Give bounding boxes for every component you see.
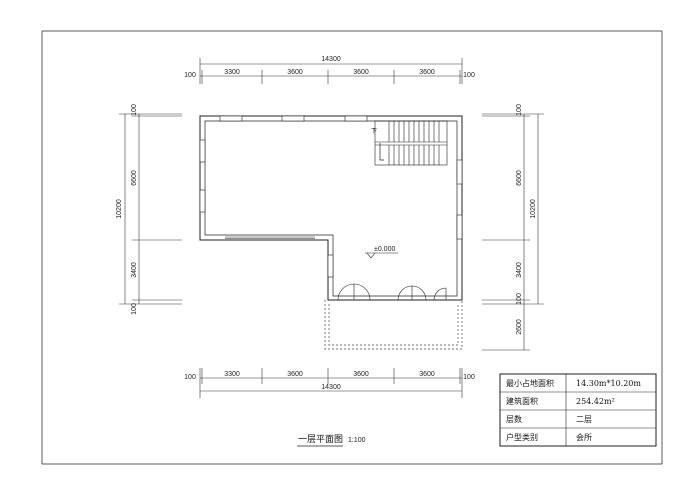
right-dimension-chain <box>482 113 544 351</box>
stair-label: 下 <box>371 128 377 135</box>
info-table <box>499 373 657 447</box>
left-dimension-chain <box>119 113 182 305</box>
top-seg-dim: 3300 <box>224 69 240 76</box>
bottom-seg-dim: 3600 <box>287 371 303 378</box>
bottom-total-dim: 14300 <box>321 384 341 391</box>
right-seg-dim: 3400 <box>516 262 523 278</box>
info-label: 建筑面积 <box>506 396 538 406</box>
windows-left <box>199 139 206 213</box>
drawing-scale: 1:100 <box>348 437 366 444</box>
info-value: 254.42m² <box>576 397 615 406</box>
bottom-dimension-chain <box>199 368 463 398</box>
drawing-title: 一层平面图 <box>298 434 343 445</box>
bottom-seg-dim: 100 <box>463 374 475 381</box>
info-label: 层数 <box>506 414 522 424</box>
bottom-seg-dim: 100 <box>184 374 196 381</box>
info-label: 最小占地面积 <box>506 378 554 388</box>
bottom-seg-dim: 3600 <box>419 371 435 378</box>
windows-right <box>327 159 463 278</box>
level-mark-text: ±0.000 <box>374 246 395 253</box>
top-total-dim: 14300 <box>321 56 341 63</box>
right-seg-dim: 100 <box>516 293 523 305</box>
exterior-walls <box>199 115 463 301</box>
bottom-seg-dim: 3300 <box>224 371 240 378</box>
left-seg-dim: 6600 <box>131 170 138 186</box>
left-seg-dim: 3400 <box>131 262 138 278</box>
top-dimension-chain <box>199 58 463 84</box>
level-symbol <box>365 252 398 259</box>
bottom-seg-dim: 3600 <box>353 371 369 378</box>
info-value: 14.30m*10.20m <box>576 379 641 388</box>
left-seg-dim: 100 <box>131 104 138 116</box>
right-extra-dim: 2600 <box>516 319 523 335</box>
left-seg-dim: 100 <box>131 303 138 315</box>
staircase <box>374 120 448 166</box>
window-notch <box>225 236 315 239</box>
info-label: 户型类别 <box>506 432 538 442</box>
top-seg-dim: 100 <box>184 72 196 79</box>
windows-top <box>219 115 368 122</box>
top-seg-dim: 3600 <box>287 69 303 76</box>
info-value: 二层 <box>576 415 592 424</box>
right-total-dim: 10200 <box>530 199 537 219</box>
left-total-dim: 10200 <box>116 199 123 219</box>
info-value: 会所 <box>576 432 592 442</box>
entrance-doors <box>337 283 447 301</box>
right-seg-dim: 100 <box>516 104 523 116</box>
right-seg-dim: 6600 <box>516 170 523 186</box>
terrace-outline <box>324 300 463 350</box>
sheet-border <box>41 30 663 465</box>
top-seg-dim: 3600 <box>419 69 435 76</box>
top-seg-dim: 3600 <box>353 69 369 76</box>
top-seg-dim: 100 <box>463 72 475 79</box>
